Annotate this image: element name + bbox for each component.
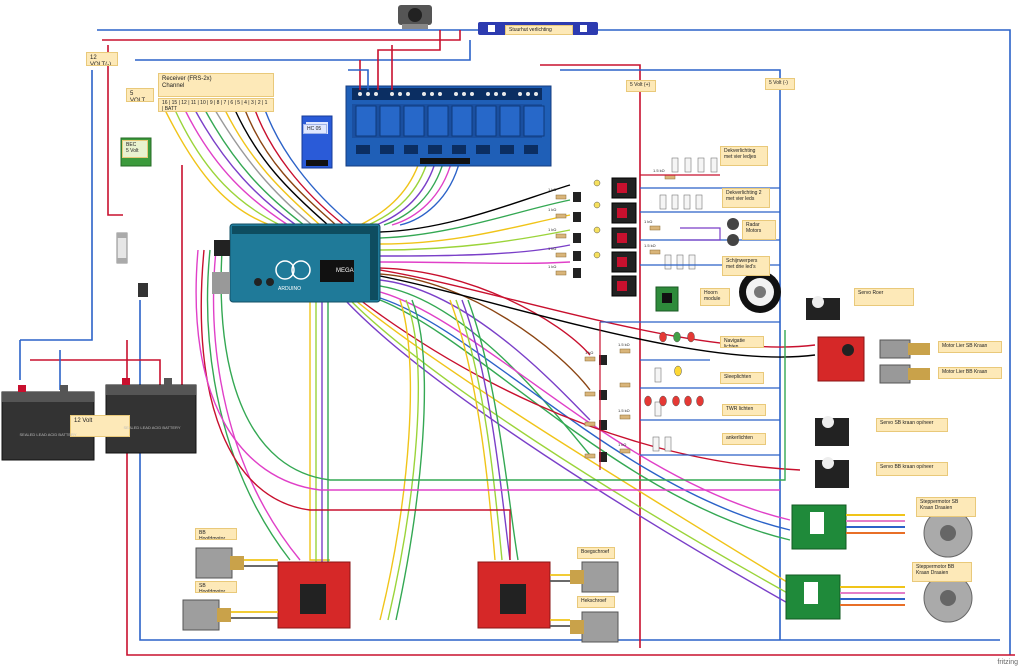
note-deck-2: Dekverlichting 2 met vier leds (722, 188, 770, 208)
note-5-volt-minus: 5 Volt (-) (765, 78, 795, 90)
servo-bb (815, 457, 849, 488)
schroef-motors (570, 561, 619, 643)
note-sb-hoofdmotor: SB Hoofdmotor (195, 581, 237, 593)
note-deck-1: Dekverlichting met vier ledjes (720, 146, 768, 166)
relay-wires (359, 159, 461, 226)
resistor-value: 1 kΩ (548, 207, 557, 212)
note-stepper-sb: Steppermotor SB Kraan Draaien (916, 497, 976, 517)
relay-top-wires (348, 30, 441, 90)
note-hekschroef: Hekschroef (577, 596, 615, 608)
radar-motors (727, 218, 739, 246)
note-12-volt-top: 12 VOLT(-) (86, 52, 118, 66)
battery-label-left: SEALED LEAD ACID BATTERY (19, 432, 77, 437)
note-5-volt-plus: 5 Volt (+) (626, 80, 656, 92)
fuse (116, 232, 128, 264)
l298-left (277, 561, 351, 629)
note-servo-bb: Servo BB kraan op/neer (876, 462, 948, 476)
note-motor-sb: Motor Lier SB Kraan (938, 341, 1002, 353)
resistor-value: 1 kΩ (644, 219, 653, 224)
note-boegschroef: Boegschroef (577, 547, 615, 559)
note-navigation: Navigatie lichten (720, 336, 764, 348)
resistor-value: 1.5 kΩ (618, 342, 630, 347)
resistor-bodies (555, 174, 676, 459)
resistor-value: 1.5 kΩ (618, 408, 630, 413)
resistor-value: 1 kΩ (585, 350, 594, 355)
stepper-wires (840, 514, 905, 606)
led-wires (599, 174, 780, 470)
transistors (573, 192, 607, 462)
arduino-mega (212, 223, 381, 303)
horn-module (655, 286, 679, 312)
stepper-motors (923, 508, 973, 623)
receiver-wires (164, 109, 353, 226)
lier-motors (879, 339, 930, 384)
stepper-drivers (785, 504, 847, 620)
servo-sb (815, 416, 849, 446)
speaker (739, 271, 781, 313)
resistor-value: 1 kΩ (548, 187, 557, 192)
note-led-strip: Stuurhut verlichting (505, 25, 573, 35)
switch (138, 283, 148, 297)
small-motor-top (398, 5, 432, 29)
fritzing-credit: fritzing (997, 659, 1018, 666)
note-servo-roer: Servo Roer (854, 288, 914, 306)
resistor-value: 1 kΩ (618, 442, 627, 447)
note-5-volt-left: 5 VOLT (126, 88, 154, 102)
note-receiver: Receiver (FRS-2x) Channel (158, 73, 274, 97)
resistor-value: 1.5 kΩ (644, 243, 656, 248)
resistor-value: 1 kΩ (548, 246, 557, 251)
colored-leds (593, 179, 704, 407)
l298-right (477, 561, 551, 629)
note-schijnwerpers: Schijnwerpers met drie led's (722, 256, 770, 276)
note-bb-hoofdmotor: BB Hoofdmotor (195, 528, 237, 540)
note-twr: TWR lichten (722, 404, 766, 416)
note-stepper-bb: Steppermotor BB Kraan Draaien (912, 562, 972, 582)
note-servo-sb: Servo SB kraan op/neer (876, 418, 948, 432)
note-anker: ankerlichten (722, 433, 766, 445)
arduino-right-wires (344, 184, 816, 611)
relay-board (345, 85, 552, 167)
resistor-value: 1.5 kΩ (653, 168, 665, 173)
servo-roer (806, 296, 840, 320)
note-motor-bb: Motor Lier BB Kraan (938, 367, 1002, 379)
resistor-value: 1 kΩ (548, 264, 557, 269)
arduino-label: ARDUINO (278, 286, 302, 292)
resistor-value: 1 kΩ (548, 227, 557, 232)
battery-label-right: SEALED LEAD ACID BATTERY (123, 425, 181, 430)
relay-modules-right (611, 177, 637, 297)
note-horn: Hoorn module (700, 288, 730, 306)
motor-wires (231, 559, 570, 627)
note-receiver-pins: 16 | 15 | 12 | 11 | 10 | 9 | 8 | 7 | 6 |… (158, 98, 274, 112)
note-sleeplichten: Sleeplichten (720, 372, 764, 384)
hoofdmotoren (182, 547, 244, 631)
deck-leds (652, 157, 718, 452)
note-bec: BEC 5 Volt (122, 140, 148, 158)
arduino-model: MEGA (336, 268, 354, 274)
note-radar: Radar Motors (742, 220, 776, 240)
note-hc05: HC 05 (303, 124, 327, 134)
motor-driver-small (817, 336, 865, 382)
note-12-volt: 12 Volt (70, 415, 130, 437)
